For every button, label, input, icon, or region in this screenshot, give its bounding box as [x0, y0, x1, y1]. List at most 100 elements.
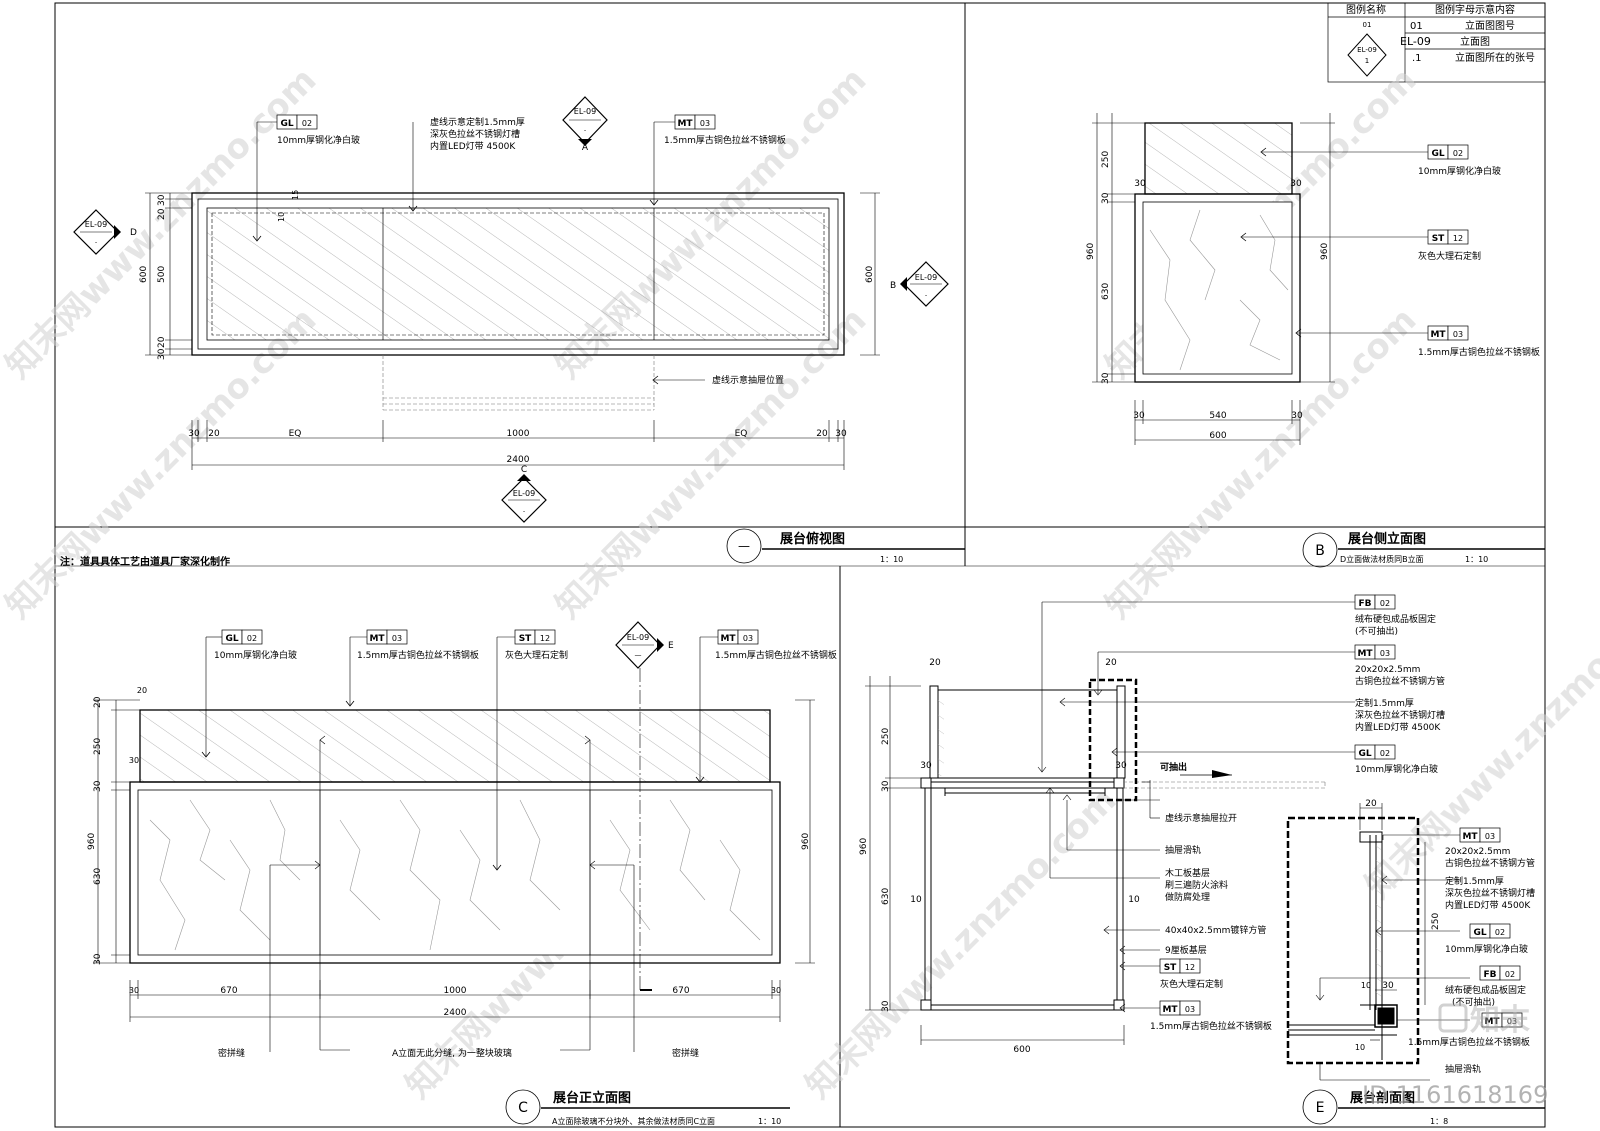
marker-e-icon: EL-09 — [615, 621, 664, 991]
svg-text:02: 02 [247, 634, 257, 643]
svg-text:03: 03 [1507, 1017, 1517, 1026]
legend-code-1: 01 [1410, 21, 1423, 32]
svg-text:03: 03 [700, 119, 710, 128]
svg-text:EL-09: EL-09 [627, 633, 649, 642]
side-scale: 1：10 [1465, 555, 1488, 564]
front-tag-st: ST 12 [492, 629, 556, 871]
front-dim-20c: 20 [137, 686, 147, 695]
top-lamp-1: 虚线示意定制1.5mm厚 [430, 116, 525, 128]
svg-text:GL: GL [1473, 928, 1486, 938]
svg-text:02: 02 [1380, 599, 1390, 608]
front-note: A立面除玻璃不分块外、其余做法材质同C立面 [552, 1116, 715, 1126]
det-tag-gl: GL 02 [1469, 923, 1511, 939]
side-dim-30f: 30 [1291, 411, 1303, 421]
svg-text:GL: GL [1431, 149, 1444, 159]
legend-code-3: .1 [1412, 53, 1422, 64]
side-marble-label: 灰色大理石定制 [1418, 250, 1481, 262]
dim-left-30b: 30 [157, 348, 167, 360]
svg-text:MT: MT [1462, 832, 1478, 842]
svg-text:知末: 知末 [1470, 1003, 1530, 1038]
det-tag-mt: MT 03 [1459, 827, 1501, 843]
det-dim-30: 30 [1382, 981, 1394, 991]
legend-label-3: 立面图所在的张号 [1455, 51, 1535, 64]
side-title-num: B [1315, 543, 1325, 559]
sec-dim-30d: 30 [1115, 761, 1127, 771]
front-dim-30e: 30 [771, 986, 781, 995]
svg-text:.: . [523, 505, 526, 514]
svg-text:EL-09: EL-09 [915, 273, 937, 282]
section-title-num: E [1316, 1100, 1325, 1116]
sec-marble-label: 灰色大理石定制 [1160, 978, 1223, 990]
svg-text:FB: FB [1483, 970, 1496, 980]
dim-inner-10: 10 [277, 212, 286, 222]
dim-top-30b: 30 [835, 429, 847, 439]
front-dim-30d: 30 [129, 986, 139, 995]
det-lamp-1: 定制1.5mm厚 [1445, 875, 1504, 887]
legend-symbol-icon: 01 EL-09 1 [1347, 21, 1387, 77]
front-tag-mt2: MT 03 [695, 629, 759, 783]
sec-dim-250: 250 [881, 728, 891, 745]
dim-top-2400: 2400 [507, 455, 530, 465]
svg-text:GL: GL [280, 119, 293, 129]
side-dim-30b: 30 [1101, 372, 1111, 384]
marker-c-icon: EL-09 . [501, 474, 547, 523]
sec-fb-1: 绒布硬包成品板固定 [1355, 613, 1436, 625]
svg-text:12: 12 [1453, 234, 1463, 243]
sec-dim-30c: 30 [920, 761, 932, 771]
svg-text:03: 03 [1453, 330, 1463, 339]
svg-text:12: 12 [1185, 963, 1195, 972]
top-steel-label: 1.5mm厚古铜色拉丝不锈钢板 [664, 134, 786, 146]
sec-galv: 40x40x2.5mm镀锌方管 [1165, 924, 1266, 936]
sec-dim-20a: 20 [929, 658, 941, 668]
svg-text:MT: MT [369, 634, 385, 644]
det-fb-1: 绒布硬包成品板固定 [1445, 984, 1526, 996]
sec-ply: 9厘板基层 [1165, 944, 1207, 956]
sec-steel-label: 1.5mm厚古铜色拉丝不锈钢板 [1150, 1020, 1272, 1032]
front-title-num: C [518, 1100, 528, 1116]
svg-text:.: . [584, 124, 587, 133]
svg-text:02: 02 [302, 119, 312, 128]
section-title: 展台剖面图 [1350, 1090, 1415, 1106]
front-tag-gl: GL 02 [201, 629, 263, 758]
front-dim-30: 30 [93, 780, 103, 792]
side-note: D立面做法材质同B立面 [1340, 554, 1424, 564]
sec-tag-st: ST 12 [1159, 958, 1201, 974]
front-steel-label-1: 1.5mm厚古铜色拉丝不锈钢板 [357, 649, 479, 661]
legend-col2: 图例字母示意内容 [1435, 3, 1515, 16]
top-lamp-2: 深灰色拉丝不锈钢灯槽 [430, 128, 520, 140]
front-dim-2400: 2400 [444, 1008, 467, 1018]
dim-inner-15: 15 [291, 190, 300, 200]
marker-a-letter: A [582, 143, 589, 153]
svg-text:MT: MT [677, 119, 693, 129]
svg-text:02: 02 [1380, 749, 1390, 758]
marker-d-letter: D [130, 228, 137, 238]
sec-rail: 抽屉滑轨 [1165, 844, 1201, 856]
det-tag-fb: FB 02 [1479, 965, 1521, 981]
sec-tag-mt2: MT 03 [1159, 1000, 1201, 1016]
side-dim-30e: 30 [1133, 411, 1145, 421]
front-dim-30b: 30 [93, 953, 103, 965]
front-marble-label: 灰色大理石定制 [505, 649, 568, 661]
front-scale: 1：10 [758, 1117, 781, 1126]
sec-lamp-3: 内置LED灯带 4500K [1355, 721, 1441, 733]
svg-text:03: 03 [392, 634, 402, 643]
top-dashed-lamp-note [408, 122, 418, 212]
front-dim-960: 960 [87, 833, 97, 850]
svg-text:02: 02 [1505, 970, 1515, 979]
svg-text:GL: GL [1358, 749, 1371, 759]
front-seam-left: 密拼缝 [218, 1047, 245, 1059]
dim-top-eq2: EQ [735, 429, 748, 439]
svg-text:FB: FB [1358, 599, 1371, 609]
det-lamp-3: 内置LED灯带 4500K [1445, 899, 1531, 911]
sec-lamp-1: 定制1.5mm厚 [1355, 697, 1414, 709]
svg-text:ST: ST [1432, 234, 1445, 244]
top-scale: 1：10 [880, 555, 903, 564]
det-dim-10: 10 [1361, 981, 1371, 990]
svg-text:—: — [635, 651, 642, 659]
front-dim-670a: 670 [220, 986, 237, 996]
svg-text:03: 03 [1380, 649, 1390, 658]
svg-text:EL-09: EL-09 [513, 489, 535, 498]
svg-text:03: 03 [1485, 832, 1495, 841]
svg-text:01: 01 [1363, 21, 1372, 29]
